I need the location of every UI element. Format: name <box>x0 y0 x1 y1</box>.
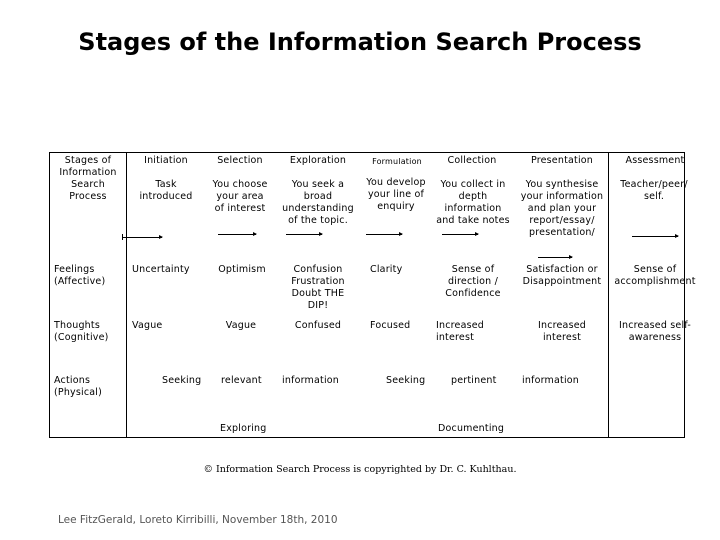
thought-formulation: Focused <box>370 320 411 331</box>
thought-exploration: Confused <box>294 320 342 331</box>
task-exploration: You seek a broad understanding of the to… <box>282 179 354 226</box>
action-exploring: Exploring <box>220 423 267 434</box>
thought-collection: Increased interest <box>436 320 485 343</box>
feeling-initiation: Uncertainty <box>132 264 190 275</box>
header-initiation: Initiation <box>144 155 188 166</box>
action-documenting: Documenting <box>438 423 505 434</box>
action-information: information <box>522 375 580 386</box>
thought-presentation: Increased interest <box>537 320 587 343</box>
task-selection: You choose your area of interest <box>212 179 268 214</box>
thought-initiation: Vague <box>132 320 163 331</box>
header-presentation: Presentation <box>530 155 594 166</box>
action-pertinent: pertinent <box>451 375 497 386</box>
action-seeking: Seeking <box>386 375 426 386</box>
action-relevant: relevant <box>221 375 262 386</box>
feeling-collection: Sense of direction / Confidence <box>445 264 501 299</box>
actions-label: Actions (Physical) <box>54 375 103 398</box>
feeling-selection: Optimism <box>218 264 266 275</box>
header-formulation: Formulation <box>372 157 422 166</box>
isp-table <box>49 152 685 438</box>
action-seeking: Seeking <box>162 375 202 386</box>
page-title: Stages of the Information Search Process <box>78 28 642 56</box>
column-divider <box>608 152 609 438</box>
feelings-label: Feelings (Affective) <box>54 264 106 287</box>
thought-selection: Vague <box>225 320 257 331</box>
footer-credit: Lee FitzGerald, Loreto Kirribilli, Novem… <box>58 514 338 526</box>
arrow-tick <box>122 234 123 240</box>
task-assessment: Teacher/peer/ self. <box>620 179 688 202</box>
stages-label: Stages of Information Search Process <box>59 155 117 202</box>
thought-assessment: Increased self-awareness <box>619 320 691 343</box>
stage-arrow <box>538 255 573 259</box>
stage-arrow <box>632 234 679 238</box>
task-formulation: You develop your line of enquiry <box>366 177 426 212</box>
stage-arrow <box>122 235 163 239</box>
stage-arrow <box>366 232 403 236</box>
copyright-notice: © Information Search Process is copyrigh… <box>203 464 517 475</box>
header-assessment: Assessment <box>625 155 685 166</box>
stage-arrow <box>286 232 323 236</box>
task-collection: You collect in depth information and tak… <box>436 179 510 226</box>
header-selection: Selection <box>217 155 263 166</box>
stage-arrow <box>442 232 479 236</box>
task-presentation: You synthesise your information and plan… <box>520 179 604 238</box>
feeling-presentation: Satisfaction or Disappointment <box>522 264 602 287</box>
task-initiation: Task introduced <box>139 179 193 202</box>
feeling-exploration: Confusion Frustration Doubt THE DIP! <box>291 264 345 311</box>
feeling-assessment: Sense of accomplishment <box>614 264 696 287</box>
column-divider <box>126 152 127 438</box>
header-collection: Collection <box>447 155 497 166</box>
thoughts-label: Thoughts (Cognitive) <box>54 320 109 343</box>
action-information: information <box>282 375 340 386</box>
header-exploration: Exploration <box>289 155 347 166</box>
feeling-formulation: Clarity <box>370 264 403 275</box>
stage-arrow <box>218 232 257 236</box>
